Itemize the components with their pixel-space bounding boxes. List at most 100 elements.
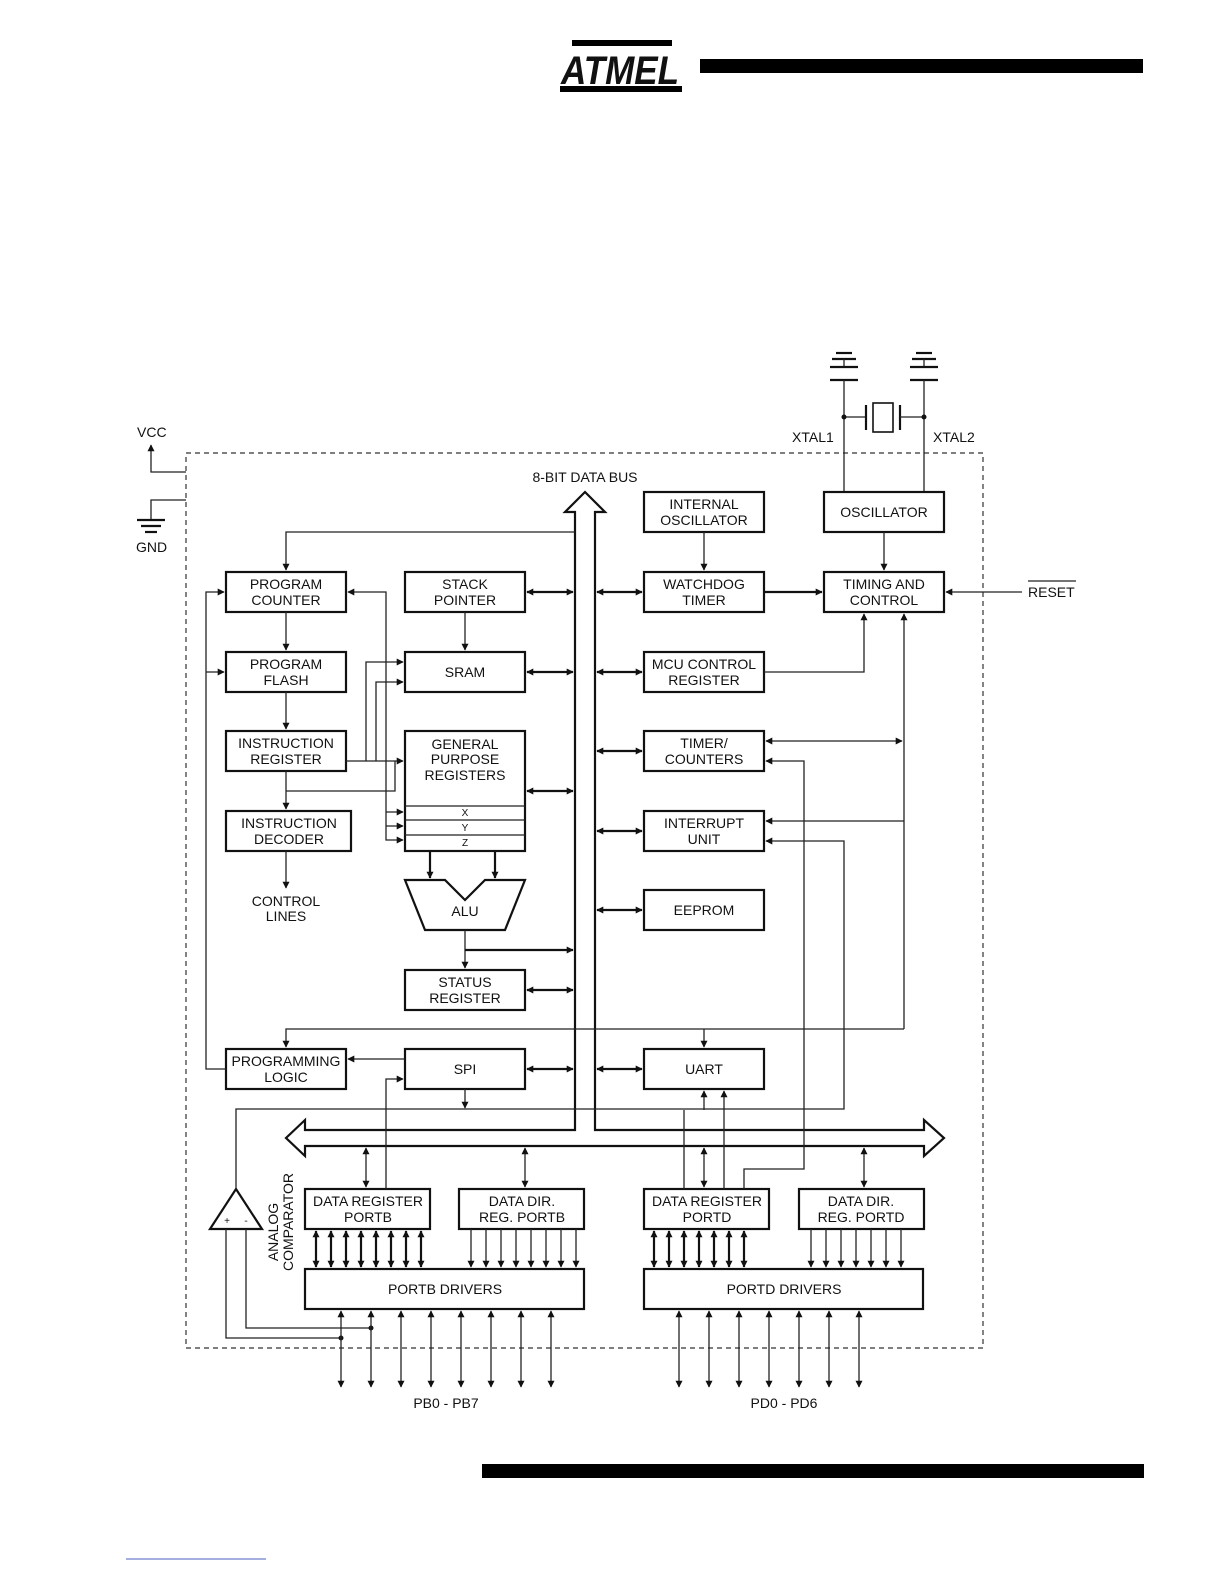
atmel-logo: ATMEL [560, 40, 682, 93]
timing-and-control-block: TIMING AND CONTROL [822, 570, 946, 614]
alu-block: ALU [403, 878, 527, 932]
comparator-plus-label: + [224, 1216, 230, 1227]
svg-text:DATA DIR.: DATA DIR. [489, 1193, 555, 1209]
status-register-block: STATUS REGISTER [403, 968, 527, 1012]
svg-text:TIMING AND: TIMING AND [843, 576, 925, 592]
instruction-decoder-block: INSTRUCTION DECODER [224, 809, 353, 853]
svg-text:REGISTER: REGISTER [250, 751, 322, 767]
svg-text:WATCHDOG: WATCHDOG [663, 576, 745, 592]
svg-text:DATA REGISTER: DATA REGISTER [652, 1193, 762, 1209]
svg-text:REGISTERS: REGISTERS [425, 767, 506, 783]
data-bus-label: 8-BIT DATA BUS [532, 469, 637, 485]
svg-text:TIMER/: TIMER/ [680, 735, 728, 751]
internal-oscillator-block: INTERNAL OSCILLATOR [642, 490, 766, 534]
svg-text:COUNTER: COUNTER [251, 592, 320, 608]
svg-text:SRAM: SRAM [445, 664, 485, 680]
svg-text:REGISTER: REGISTER [429, 990, 501, 1006]
svg-text:PURPOSE: PURPOSE [431, 751, 499, 767]
svg-text:DATA REGISTER: DATA REGISTER [313, 1193, 423, 1209]
interrupt-unit-block: INTERRUPT UNIT [642, 809, 766, 853]
svg-text:OSCILLATOR: OSCILLATOR [840, 504, 927, 520]
svg-text:DECODER: DECODER [254, 831, 324, 847]
gnd-label: GND [136, 539, 167, 555]
spi-block: SPI [403, 1047, 527, 1091]
svg-text:PORTD DRIVERS: PORTD DRIVERS [727, 1281, 842, 1297]
svg-text:POINTER: POINTER [434, 592, 496, 608]
svg-text:PORTB: PORTB [344, 1209, 392, 1225]
svg-text:FLASH: FLASH [263, 672, 308, 688]
instruction-register-block: INSTRUCTION REGISTER [224, 729, 348, 773]
svg-text:MCU CONTROL: MCU CONTROL [652, 656, 756, 672]
svg-text:LOGIC: LOGIC [264, 1069, 308, 1085]
svg-text:PORTB DRIVERS: PORTB DRIVERS [388, 1281, 502, 1297]
control-lines-label: CONTROL LINES [252, 893, 321, 924]
watchdog-timer-block: WATCHDOG TIMER [642, 570, 766, 614]
port-bit-lines [312, 1229, 905, 1388]
svg-text:UNIT: UNIT [688, 831, 721, 847]
svg-text:LINES: LINES [266, 908, 306, 924]
svg-text:PROGRAM: PROGRAM [250, 576, 322, 592]
general-purpose-registers-block: GENERAL PURPOSE REGISTERS X Y Z [403, 729, 527, 853]
program-flash-block: PROGRAM FLASH [224, 650, 348, 694]
portd-drivers-block: PORTD DRIVERS [642, 1267, 925, 1311]
svg-text:REG. PORTB: REG. PORTB [479, 1209, 565, 1225]
vcc-connector: VCC [137, 424, 186, 473]
xtal2-label: XTAL2 [933, 429, 975, 445]
reset-label: RESET [1028, 584, 1075, 600]
svg-text:STATUS: STATUS [438, 974, 491, 990]
analog-comparator: + - ANALOG COMPARATOR [207, 1173, 296, 1271]
eeprom-block: EEPROM [642, 888, 766, 932]
svg-text:CONTROL: CONTROL [850, 592, 919, 608]
data-dir-reg-portd-block: DATA DIR. REG. PORTD [797, 1187, 926, 1231]
comparator-minus-label: - [244, 1216, 247, 1227]
atmel-logo-text: ATMEL [560, 49, 679, 93]
sram-block: SRAM [403, 650, 527, 694]
svg-text:INSTRUCTION: INSTRUCTION [241, 815, 337, 831]
port-d-pins-label: PD0 - PD6 [751, 1395, 818, 1411]
chip-boundary [185, 452, 984, 1349]
data-bus [284, 490, 946, 1159]
svg-text:UART: UART [685, 1061, 723, 1077]
reg-x-label: X [462, 808, 469, 819]
svg-text:INSTRUCTION: INSTRUCTION [238, 735, 334, 751]
header-rule [700, 59, 1143, 73]
svg-text:EEPROM: EEPROM [674, 902, 735, 918]
svg-text:DATA DIR.: DATA DIR. [828, 1193, 894, 1209]
reset-input: RESET [945, 580, 1076, 600]
svg-text:OSCILLATOR: OSCILLATOR [660, 512, 747, 528]
svg-text:ANALOG: ANALOG [265, 1203, 281, 1261]
port-b-pins-label: PB0 - PB7 [413, 1395, 479, 1411]
svg-text:SPI: SPI [454, 1061, 477, 1077]
oscillator-block: OSCILLATOR [822, 490, 946, 534]
reg-y-label: Y [462, 823, 469, 834]
svg-text:REGISTER: REGISTER [668, 672, 740, 688]
data-register-portd-block: DATA REGISTER PORTD [642, 1187, 771, 1231]
stack-pointer-block: STACK POINTER [403, 570, 527, 614]
svg-text:PORTD: PORTD [683, 1209, 732, 1225]
uart-block: UART [642, 1047, 766, 1091]
connection-lines [205, 531, 908, 1341]
svg-text:GENERAL: GENERAL [432, 736, 499, 752]
gnd-connector: GND [136, 499, 186, 555]
svg-text:COMPARATOR: COMPARATOR [280, 1173, 296, 1271]
footer-rule [482, 1464, 1144, 1478]
vcc-label: VCC [137, 424, 167, 440]
svg-text:ALU: ALU [451, 903, 478, 919]
svg-text:STACK: STACK [442, 576, 488, 592]
svg-text:COUNTERS: COUNTERS [665, 751, 744, 767]
portb-drivers-block: PORTB DRIVERS [303, 1267, 586, 1311]
svg-text:REG. PORTD: REG. PORTD [818, 1209, 905, 1225]
svg-text:PROGRAM: PROGRAM [250, 656, 322, 672]
svg-text:TIMER: TIMER [682, 592, 726, 608]
svg-text:CONTROL: CONTROL [252, 893, 321, 909]
data-dir-reg-portb-block: DATA DIR. REG. PORTB [457, 1187, 586, 1231]
program-counter-block: PROGRAM COUNTER [224, 570, 348, 614]
timer-counters-block: TIMER/ COUNTERS [642, 729, 766, 773]
svg-text:PROGRAMMING: PROGRAMMING [232, 1053, 341, 1069]
crystal-network: XTAL1 XTAL2 [792, 351, 975, 492]
reg-z-label: Z [462, 838, 468, 849]
svg-text:INTERRUPT: INTERRUPT [664, 815, 745, 831]
mcu-control-register-block: MCU CONTROL REGISTER [642, 650, 766, 694]
